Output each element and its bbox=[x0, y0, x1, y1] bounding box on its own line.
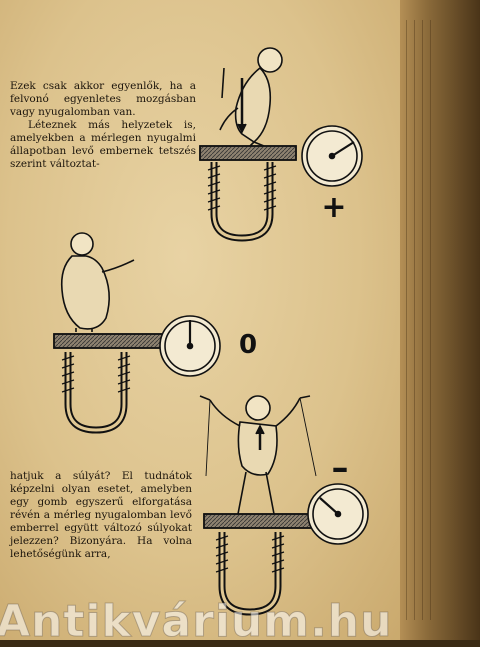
figure-lighter-illustration bbox=[199, 395, 369, 616]
figure-heavier-illustration bbox=[199, 47, 363, 242]
top-text-block: Ezek csak akkor egyenlők, ha a felvonó e… bbox=[10, 80, 196, 171]
paragraph-1: Ezek csak akkor egyenlők, ha a felvonó e… bbox=[10, 80, 196, 118]
minus-symbol: – bbox=[331, 448, 349, 488]
figure-normal-illustration bbox=[53, 232, 221, 434]
book-page: Ezek csak akkor egyenlők, ha a felvonó e… bbox=[0, 0, 408, 640]
paragraph-2: Léteznek más helyzetek is, amelyekben a … bbox=[10, 119, 196, 170]
plus-symbol: + bbox=[321, 190, 347, 225]
paragraph-3: hatjuk a súlyát? El tudnátok képzelni ol… bbox=[10, 470, 192, 560]
zero-symbol: 0 bbox=[238, 330, 258, 360]
bottom-text-block: hatjuk a súlyát? El tudnátok képzelni ol… bbox=[10, 470, 192, 561]
watermark-text: Antikvárium.hu bbox=[0, 596, 393, 647]
book-page-edge bbox=[400, 0, 480, 640]
